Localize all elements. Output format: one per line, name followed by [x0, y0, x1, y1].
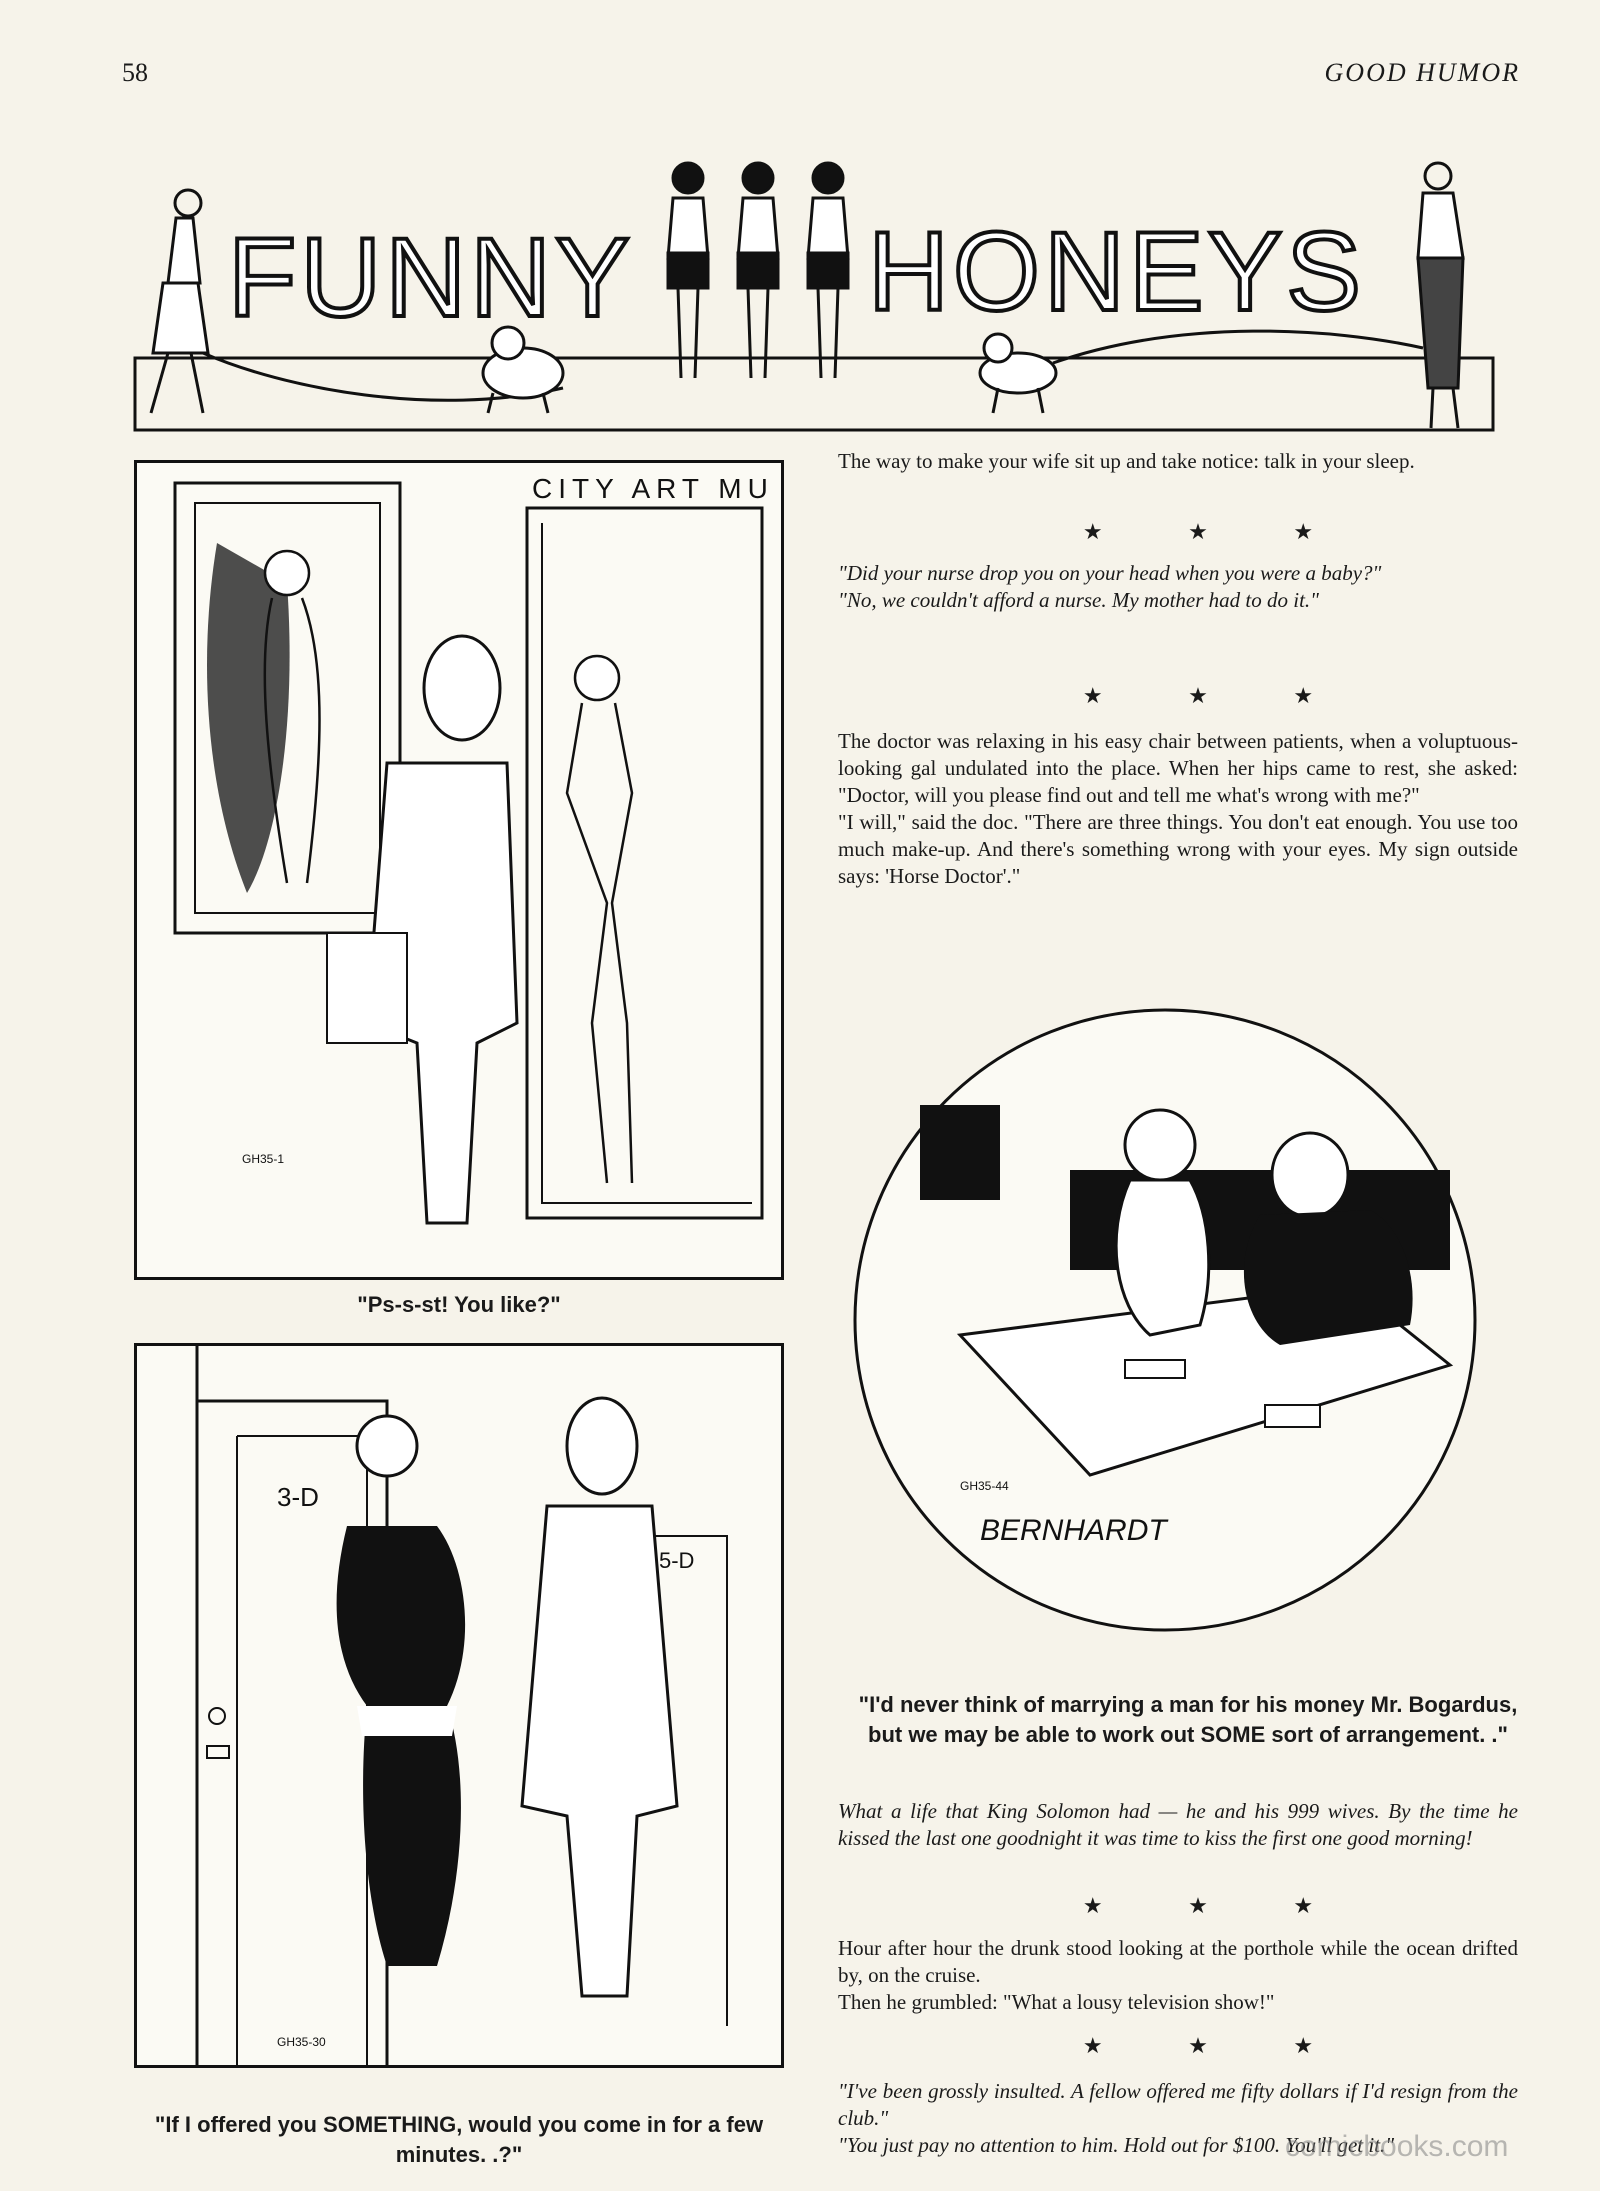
star-separator: ★ ★ ★	[1082, 519, 1354, 544]
joke-horse-doctor: The doctor was relaxing in his easy chai…	[838, 729, 1518, 888]
joke-porthole: Hour after hour the drunk stood looking …	[838, 1936, 1518, 2014]
cartoon1-caption: "Ps-s-st! You like?"	[357, 1292, 561, 1317]
joke-king-solomon: What a life that King Solomon had — he a…	[838, 1799, 1518, 1850]
star-separator: ★ ★ ★	[1082, 683, 1354, 708]
cartoon-panel-apartment-door: 3-D 5-D GH35-30	[134, 1343, 784, 2068]
banner-dog-right	[978, 329, 1424, 414]
funny-honeys-banner: FUNNY HONEYS	[133, 161, 1495, 432]
page-number: 58	[122, 58, 148, 87]
watermark: comicbooks.com	[1285, 2130, 1509, 2163]
cartoon2-caption: "If I offered you SOMETHING, would you c…	[154, 2112, 764, 2167]
cartoon-art-museum-drawing: CITY ART MU GH35-1	[173, 473, 774, 1225]
cartoon2-signature: GH35-30	[277, 2035, 326, 2049]
magazine-title: GOOD HUMOR	[1324, 58, 1520, 87]
banner-woman-right	[1416, 161, 1465, 429]
banner-title-honeys: HONEYS	[868, 209, 1365, 334]
star-separator: ★ ★ ★	[1082, 1893, 1354, 1918]
cartoon-panel-art-museum: CITY ART MU GH35-1	[134, 460, 784, 1280]
door-number-3d: 3-D	[277, 1482, 319, 1512]
joke-club-insult: "I've been grossly insulted. A fellow of…	[838, 2079, 1518, 2157]
museum-sign: CITY ART MU	[532, 473, 774, 504]
joke-nurse: "Did your nurse drop you on your head wh…	[838, 561, 1382, 612]
cartoon1-signature: GH35-1	[242, 1152, 284, 1166]
star-separator: ★ ★ ★	[1082, 2033, 1354, 2058]
cartoon-apartment-door-drawing: 3-D 5-D GH35-30	[195, 1346, 728, 2065]
cartoon-round-restaurant: GH35-44 BERNHARDT	[853, 1008, 1477, 1632]
banner-chorus-girls	[666, 161, 850, 379]
artist-signature: BERNHARDT	[980, 1514, 1169, 1547]
door-number-5d: 5-D	[659, 1548, 694, 1573]
joke-talk-in-sleep: The way to make your wife sit up and tak…	[838, 449, 1415, 473]
cartoon3-code: GH35-44	[960, 1479, 1009, 1493]
banner-dog-left	[481, 325, 565, 414]
banner-title-funny: FUNNY	[228, 215, 634, 340]
cartoon3-caption: "I'd never think of marrying a man for h…	[858, 1692, 1518, 1747]
banner-woman-left	[149, 188, 564, 414]
